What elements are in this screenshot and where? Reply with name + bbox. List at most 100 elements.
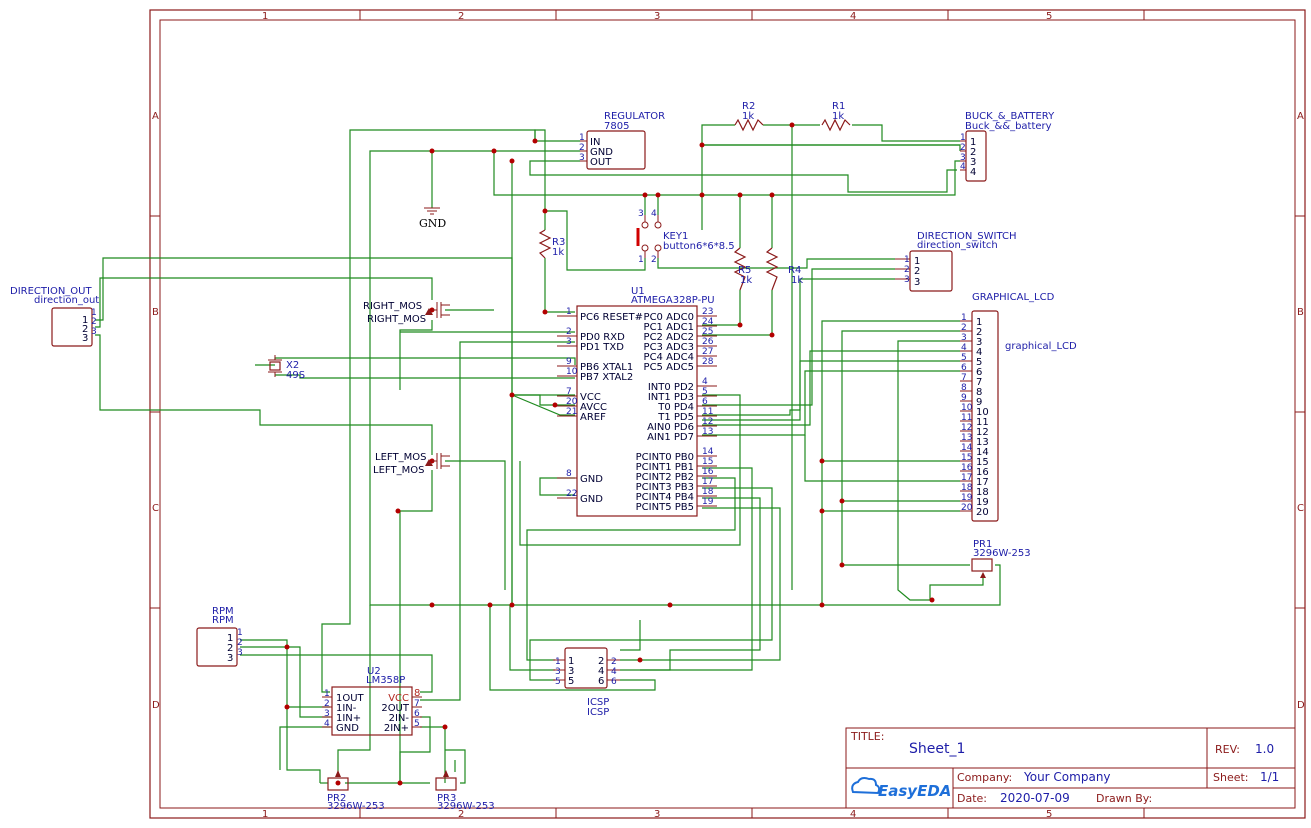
u1-pin-number: 16 <box>702 467 714 477</box>
frame-col-3: 3 <box>654 11 660 22</box>
resistor-r1[interactable]: R1 1k <box>821 101 851 132</box>
icsp-pin-number: 3 <box>555 667 561 677</box>
lcd-pin-label: 5 <box>976 357 982 368</box>
potentiometer-pr1[interactable]: PR1 3296W-253 <box>971 539 1031 578</box>
u2-ref: U2 <box>367 666 381 677</box>
frame-col-4: 4 <box>850 11 856 22</box>
buck-battery-connector[interactable]: BUCK_&_BATTERY Buck_&&_battery 1 2 3 4 1… <box>960 111 1055 182</box>
resistor-r5[interactable]: R5 1k <box>733 247 752 291</box>
lcd-pin-number: 11 <box>961 413 972 423</box>
resistor-r2[interactable]: R2 1k <box>734 101 764 132</box>
pr3-value: 3296W-253 <box>437 801 495 812</box>
icsp-pin-number: 6 <box>611 677 617 687</box>
u1-pin-name: GND <box>580 494 603 505</box>
right-mos-transistor[interactable]: RIGHT_MOS RIGHT_MOS <box>363 301 450 325</box>
sheet-value: 1/1 <box>1260 770 1279 784</box>
u1-pin-name: VCC <box>580 392 601 403</box>
resistor-r4[interactable]: R4 1k <box>765 247 803 291</box>
regulator-value: 7805 <box>604 121 629 132</box>
icsp-pin-label: 3 <box>568 666 574 677</box>
u1-pin-number: 4 <box>702 377 708 387</box>
u1-pin-number: 10 <box>566 367 578 377</box>
key1-pin3: 3 <box>638 209 644 219</box>
lcd-pin-number: 9 <box>961 393 967 403</box>
u1-pin-name: PC5 ADC5 <box>644 362 694 373</box>
u2-pin-number: 7 <box>414 699 420 709</box>
u2-pin-number: 8 <box>414 688 420 699</box>
u1-pin-number: 14 <box>702 447 714 457</box>
u1-pin-name: PC1 ADC1 <box>644 322 694 333</box>
resistor-r3[interactable]: R3 1k <box>538 229 565 259</box>
buck-pin4-label: 4 <box>970 167 976 178</box>
direction-out-connector[interactable]: DIRECTION_OUT direction_out 1 2 3 1 2 3 <box>10 286 99 347</box>
lcd-pin-number: 15 <box>961 453 972 463</box>
potentiometer-pr3[interactable]: PR3 3296W-253 <box>435 770 495 812</box>
u1-pin-number: 15 <box>702 457 713 467</box>
u1-pin-name: PB7 XTAL2 <box>580 372 633 383</box>
regulator-ref: REGULATOR <box>604 111 665 122</box>
regulator-pin3-num: 3 <box>579 153 585 163</box>
u1-pin-name: T0 PD4 <box>657 402 694 413</box>
icsp-pin-label: 5 <box>568 676 574 687</box>
u1-ref: U1 <box>631 286 645 297</box>
rpm-ref: RPM <box>212 606 234 617</box>
lcd-pin-number: 16 <box>961 463 973 473</box>
crystal-x2[interactable]: X2 49S <box>268 355 305 381</box>
lcd-pin-label: 1 <box>976 317 982 328</box>
u1-pin-name: PCINT4 PB4 <box>636 492 694 503</box>
u1-pin-number: 19 <box>702 497 714 507</box>
u1-pin-name: AVCC <box>580 402 607 413</box>
u1-pin-number: 22 <box>566 489 577 499</box>
u1-value: ATMEGA328P-PU <box>631 295 715 306</box>
u2-pin-name: 2OUT <box>381 703 410 714</box>
u1-pin-name: PC3 ADC3 <box>644 342 694 353</box>
buck-pin1-label: 1 <box>970 137 976 148</box>
u1-pin-number: 7 <box>566 387 572 397</box>
lcd-pin-number: 10 <box>961 403 973 413</box>
buck-pin2-num: 2 <box>960 143 966 153</box>
lcd-pin-label: 14 <box>976 447 989 458</box>
title-label: TITLE: <box>850 730 884 743</box>
direction-switch-connector[interactable]: DIRECTION_SWITCH direction_switch 1 2 3 … <box>895 231 1017 292</box>
regulator-pin-out: OUT <box>590 157 612 168</box>
left-mos-ref: LEFT_MOS <box>375 452 426 463</box>
u1-pin-number: 11 <box>702 407 713 417</box>
lcd-pin-number: 5 <box>961 353 967 363</box>
u2-pin-number: 6 <box>414 709 420 719</box>
regulator-component[interactable]: REGULATOR 7805 1 2 3 IN GND OUT <box>579 111 665 170</box>
left-mos-transistor[interactable]: LEFT_MOS LEFT_MOS <box>373 452 450 476</box>
lcd-pin-label: 15 <box>976 457 989 468</box>
lcd-pin-number: 8 <box>961 383 967 393</box>
lcd-pin-label: 17 <box>976 477 989 488</box>
potentiometer-pr2[interactable]: PR2 3296W-253 <box>327 770 385 812</box>
u2-pin-number: 4 <box>324 719 330 729</box>
rpm-pin2-label: 2 <box>227 643 233 654</box>
icsp-pin-label: 1 <box>568 656 574 667</box>
lcd-pin-label: 11 <box>976 417 989 428</box>
u1-pin-name: PCINT3 PB3 <box>636 482 694 493</box>
date-label: Date: <box>957 792 987 805</box>
rpm-connector[interactable]: RPM RPM 1 2 3 1 2 3 <box>196 606 243 667</box>
frame-row-c-right: C <box>1297 503 1304 514</box>
u2-pin-name: 2IN+ <box>384 723 409 734</box>
direction-out-value: direction_out <box>34 295 99 306</box>
u1-pin-number: 8 <box>566 469 572 479</box>
lcd-pin-number: 19 <box>961 493 973 503</box>
frame-col-5-bottom: 5 <box>1046 809 1052 820</box>
lcd-pin-label: 2 <box>976 327 982 338</box>
lcd-pin-label: 12 <box>976 427 989 438</box>
key1-button[interactable]: 3 4 1 2 KEY1 button6*6*8.5 <box>636 209 735 265</box>
pr1-value: 3296W-253 <box>973 548 1031 559</box>
u2-pin-number: 2 <box>324 699 330 709</box>
u1-pin-name: PB6 XTAL1 <box>580 362 633 373</box>
easyeda-logo: EasyEDA <box>851 777 951 800</box>
u1-pin-name: AIN1 PD7 <box>647 432 694 443</box>
